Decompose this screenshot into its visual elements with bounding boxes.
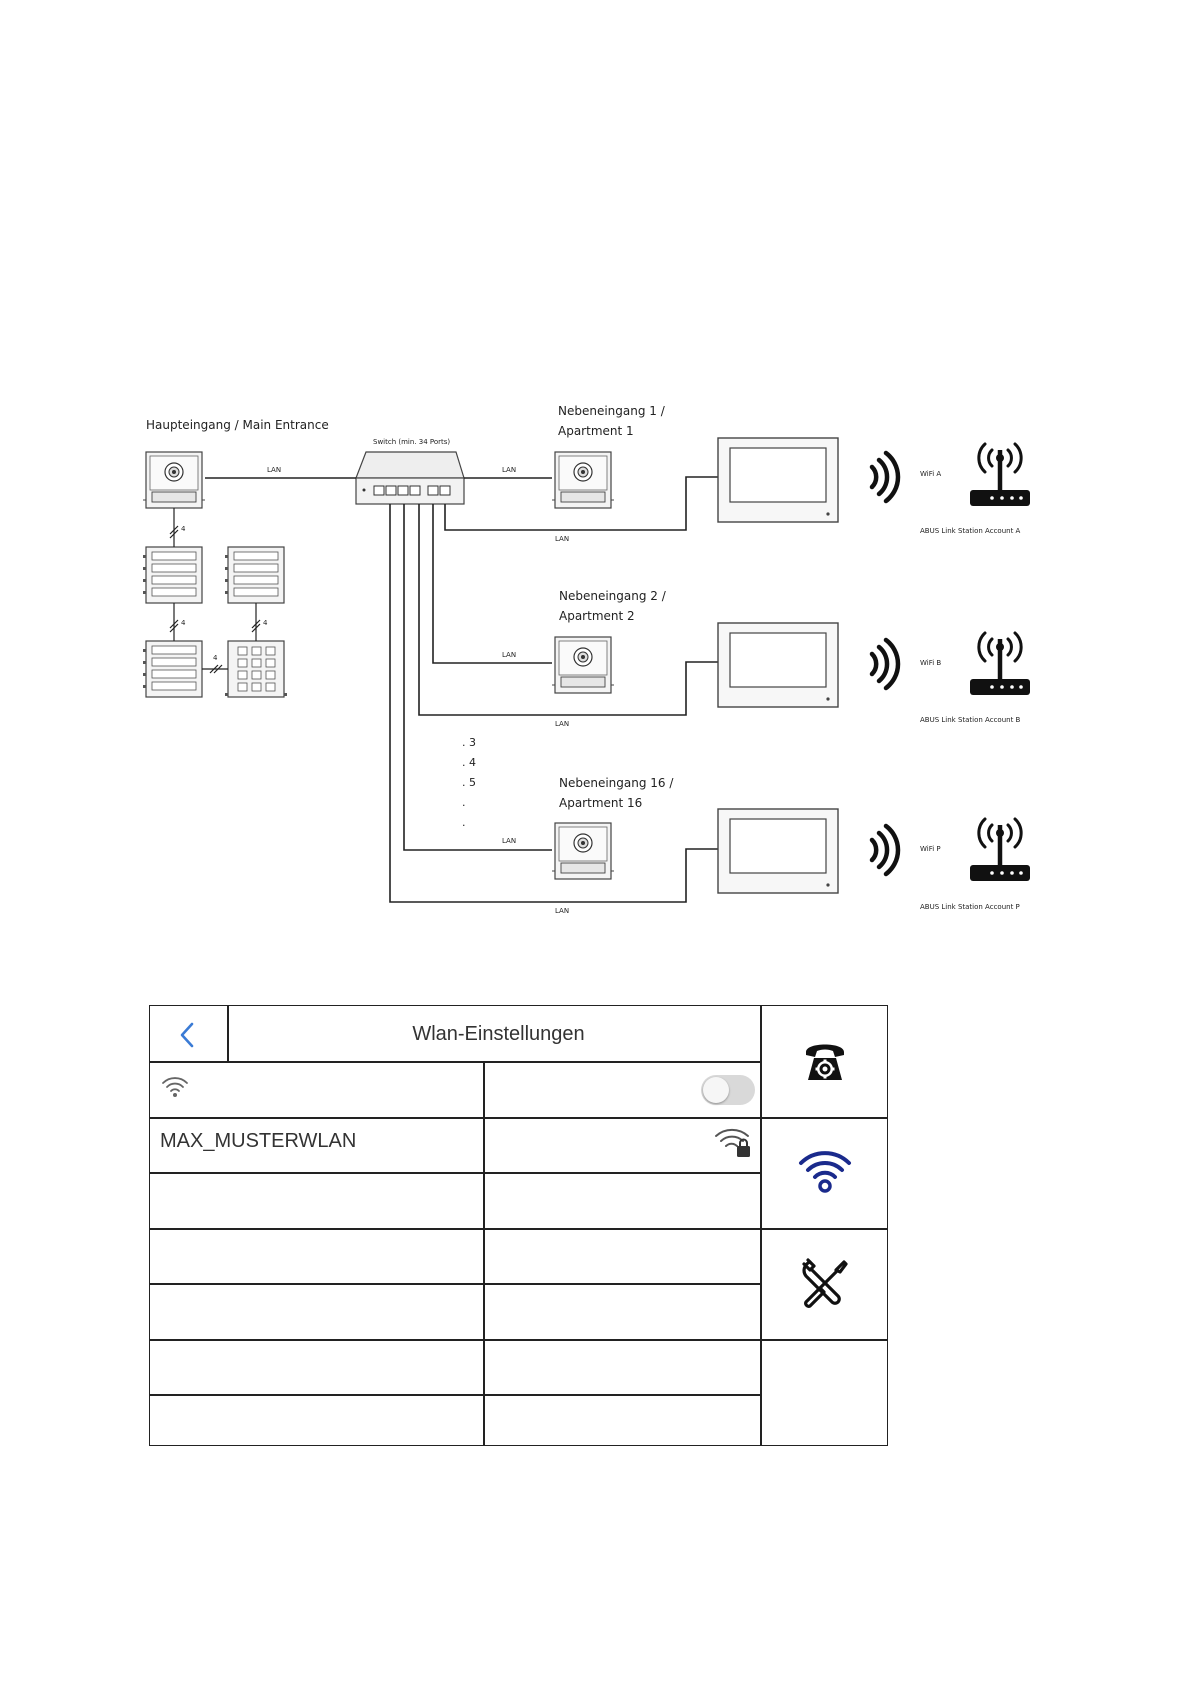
apartment-1-label-line2: Apartment 1 <box>558 424 634 438</box>
divider <box>760 1339 887 1341</box>
wifi-label-2: WiFi B <box>920 659 941 667</box>
account-label-2: ABUS Link Station Account B <box>920 716 1021 724</box>
divider <box>150 1117 761 1119</box>
bus-count-4: 4 <box>213 654 218 662</box>
router-16-icon <box>970 819 1030 881</box>
toggle-knob <box>703 1077 729 1103</box>
apartment-16-label-line1: Nebeneingang 16 / <box>559 776 674 790</box>
apartment-2-label-line2: Apartment 2 <box>559 609 635 623</box>
side-nav-empty <box>762 1341 887 1444</box>
switch-label: Switch (min. 34 Ports) <box>373 438 450 446</box>
main-door-station <box>142 451 206 509</box>
apartment-1-label-line1: Nebeneingang 1 / <box>558 404 666 418</box>
back-button[interactable] <box>150 1006 228 1062</box>
bus-count-2: 4 <box>181 619 186 627</box>
phone-settings-icon <box>806 1044 844 1080</box>
divider <box>150 1172 761 1174</box>
list-item <box>150 1341 759 1393</box>
wifi-lock-icon <box>715 1128 750 1157</box>
monitor-2 <box>717 622 839 708</box>
divider <box>760 1006 762 1445</box>
account-label-16: ABUS Link Station Account P <box>920 903 1020 911</box>
tools-button[interactable] <box>762 1230 887 1338</box>
divider <box>150 1339 761 1341</box>
wifi-label-1: WiFi A <box>920 470 941 478</box>
divider <box>227 1006 229 1062</box>
tools-icon <box>802 1258 848 1308</box>
divider <box>483 1062 485 1445</box>
divider <box>150 1061 761 1063</box>
button-module-2 <box>224 546 285 604</box>
router-1-icon <box>970 444 1030 506</box>
main-entrance-label: Haupteingang / Main Entrance <box>146 418 329 432</box>
list-item <box>150 1285 759 1338</box>
wifi-icon <box>162 1077 188 1097</box>
button-module-1 <box>142 546 203 604</box>
wifi-waves-1-icon <box>872 453 898 501</box>
lan-label-main: LAN <box>267 466 281 474</box>
monitor-16 <box>717 808 839 894</box>
lan-label-door-2: LAN <box>502 651 516 659</box>
lan-cabling <box>205 476 718 903</box>
network-diagram: Haupteingang / Main Entrance 4 4 4 4 Swi… <box>142 404 1190 915</box>
apartment-16-label-line2: Apartment 16 <box>559 796 642 810</box>
divider <box>150 1228 761 1230</box>
lan-label-door-16: LAN <box>502 837 516 845</box>
account-label-1: ABUS Link Station Account A <box>920 527 1021 535</box>
button-module-3 <box>142 640 203 698</box>
list-item <box>150 1396 759 1444</box>
wifi-toggle-switch[interactable] <box>701 1075 755 1105</box>
wifi-waves-16-icon <box>872 826 898 874</box>
list-item <box>150 1174 759 1227</box>
ellipsis-dot-1: . <box>462 796 466 809</box>
bus-wiring <box>169 508 261 674</box>
lan-label-monitor-2: LAN <box>555 720 569 728</box>
network-switch <box>355 451 465 505</box>
divider <box>760 1228 887 1230</box>
door-station-1 <box>551 451 615 509</box>
bus-count-3: 4 <box>263 619 268 627</box>
bus-count-1: 4 <box>181 525 186 533</box>
divider <box>150 1283 761 1285</box>
phone-settings-button[interactable] <box>762 1006 887 1116</box>
router-2-icon <box>970 633 1030 695</box>
monitor-1 <box>717 437 839 523</box>
door-station-2 <box>551 636 615 694</box>
wifi-label-16: WiFi P <box>920 845 941 853</box>
keypad-module <box>224 640 288 698</box>
lan-label-door-1: LAN <box>502 466 516 474</box>
divider <box>760 1117 887 1119</box>
network-ssid: MAX_MUSTERWLAN <box>160 1130 357 1152</box>
wifi-settings-button[interactable] <box>762 1119 887 1227</box>
lan-label-monitor-1: LAN <box>555 535 569 543</box>
back-arrow-icon <box>180 1022 194 1048</box>
ellipsis-4: . 4 <box>462 756 476 769</box>
ellipsis-3: . 3 <box>462 736 476 749</box>
page-title: Wlan-Einstellungen <box>412 1023 585 1045</box>
apartment-2-label-line1: Nebeneingang 2 / <box>559 589 667 603</box>
divider <box>150 1394 761 1396</box>
wifi-active-icon <box>799 1151 851 1193</box>
door-station-16 <box>551 822 615 880</box>
ellipsis-5: . 5 <box>462 776 476 789</box>
wifi-waves-2-icon <box>872 640 898 688</box>
ellipsis-dot-2: . <box>462 816 466 829</box>
list-item <box>150 1230 759 1282</box>
wlan-settings-panel: Wlan-Einstellungen MAX_MUSTERWLAN <box>149 1005 888 1446</box>
lan-label-monitor-16: LAN <box>555 907 569 915</box>
